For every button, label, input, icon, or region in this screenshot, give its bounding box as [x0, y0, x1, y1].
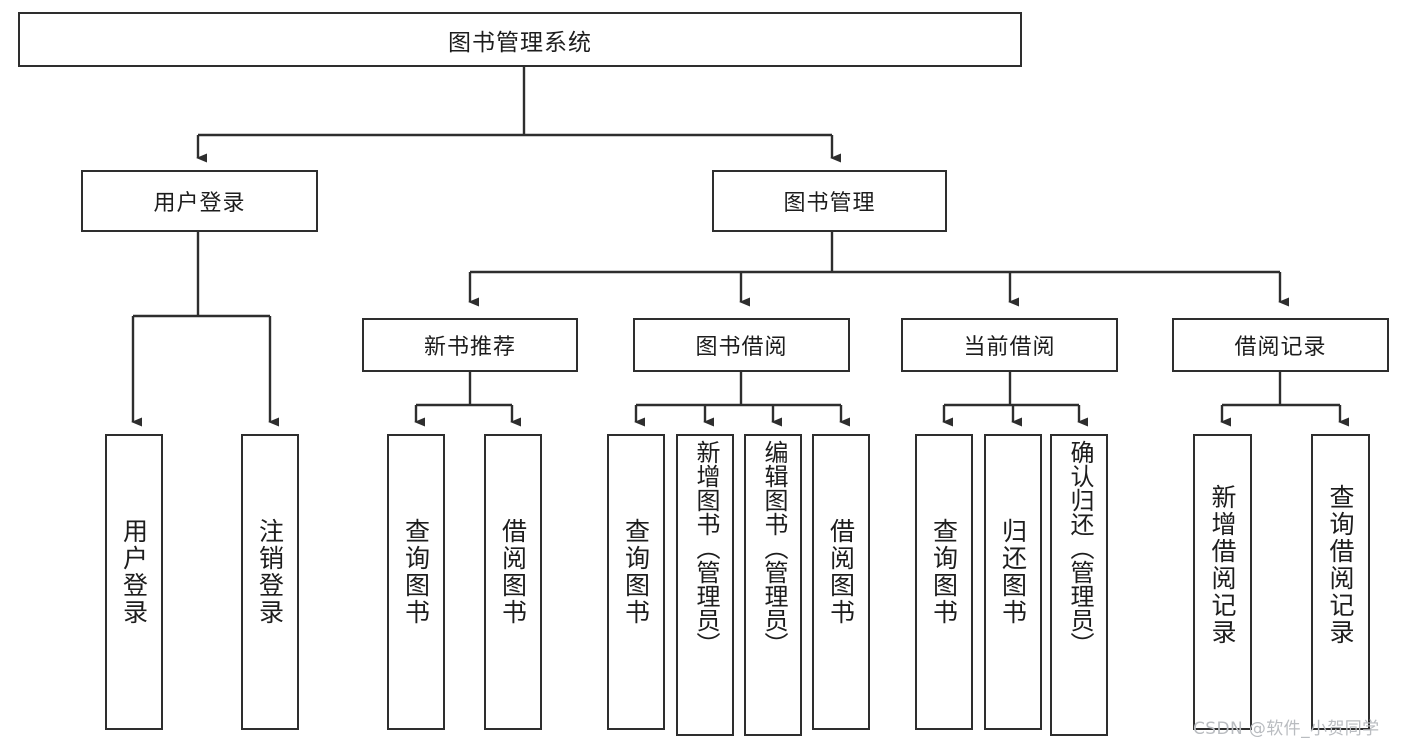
node-label: 借阅图书 — [498, 518, 528, 626]
node-label: 用户登录 — [153, 191, 246, 216]
node-label: 查询图书 — [401, 518, 431, 626]
node-label: 图书借阅 — [695, 335, 788, 360]
node-leaf-query-book-recommend[interactable]: 查询图书 — [387, 434, 445, 730]
node-label: 查询借阅记录 — [1326, 484, 1355, 646]
node-user-login[interactable]: 用户登录 — [81, 170, 318, 232]
node-new-book-recommend[interactable]: 新书推荐 — [362, 318, 578, 372]
node-leaf-borrow-book[interactable]: 借阅图书 — [812, 434, 870, 730]
node-label: 图书管理系统 — [448, 29, 592, 56]
node-leaf-add-borrow-record[interactable]: 新增借阅记录 — [1193, 434, 1252, 730]
node-label: 查询图书 — [929, 518, 959, 626]
node-label: 新书推荐 — [423, 335, 516, 360]
node-leaf-return-book[interactable]: 归还图书 — [984, 434, 1042, 730]
node-leaf-confirm-return-admin[interactable]: 确认归还（管理员） — [1050, 434, 1108, 736]
node-leaf-query-book-current[interactable]: 查询图书 — [915, 434, 973, 730]
node-current-borrow[interactable]: 当前借阅 — [901, 318, 1118, 372]
node-leaf-user-login[interactable]: 用户登录 — [105, 434, 163, 730]
node-root-book-management-system[interactable]: 图书管理系统 — [18, 12, 1022, 67]
csdn-watermark: CSDN @软件_小贺同学 — [1193, 719, 1380, 739]
node-label: 确认归还（管理员） — [1065, 440, 1094, 656]
node-label: 借阅图书 — [826, 518, 856, 626]
node-leaf-query-borrow-record[interactable]: 查询借阅记录 — [1311, 434, 1370, 730]
node-borrow-record[interactable]: 借阅记录 — [1172, 318, 1389, 372]
node-leaf-add-book-admin[interactable]: 新增图书（管理员） — [676, 434, 734, 736]
node-book-management[interactable]: 图书管理 — [712, 170, 947, 232]
node-label: 当前借阅 — [963, 335, 1056, 360]
node-leaf-logout[interactable]: 注销登录 — [241, 434, 299, 730]
node-label: 用户登录 — [119, 518, 149, 626]
node-label: 编辑图书（管理员） — [759, 440, 788, 656]
node-label: 图书管理 — [783, 191, 876, 216]
node-label: 查询图书 — [621, 518, 651, 626]
node-label: 新增借阅记录 — [1208, 484, 1237, 646]
node-leaf-borrow-book-recommend[interactable]: 借阅图书 — [484, 434, 542, 730]
node-label: 注销登录 — [255, 518, 285, 626]
node-label: 借阅记录 — [1234, 335, 1327, 360]
node-leaf-edit-book-admin[interactable]: 编辑图书（管理员） — [744, 434, 802, 736]
node-label: 新增图书（管理员） — [691, 440, 720, 656]
node-leaf-query-book-borrow[interactable]: 查询图书 — [607, 434, 665, 730]
node-label: 归还图书 — [998, 518, 1028, 626]
node-book-borrow[interactable]: 图书借阅 — [633, 318, 850, 372]
